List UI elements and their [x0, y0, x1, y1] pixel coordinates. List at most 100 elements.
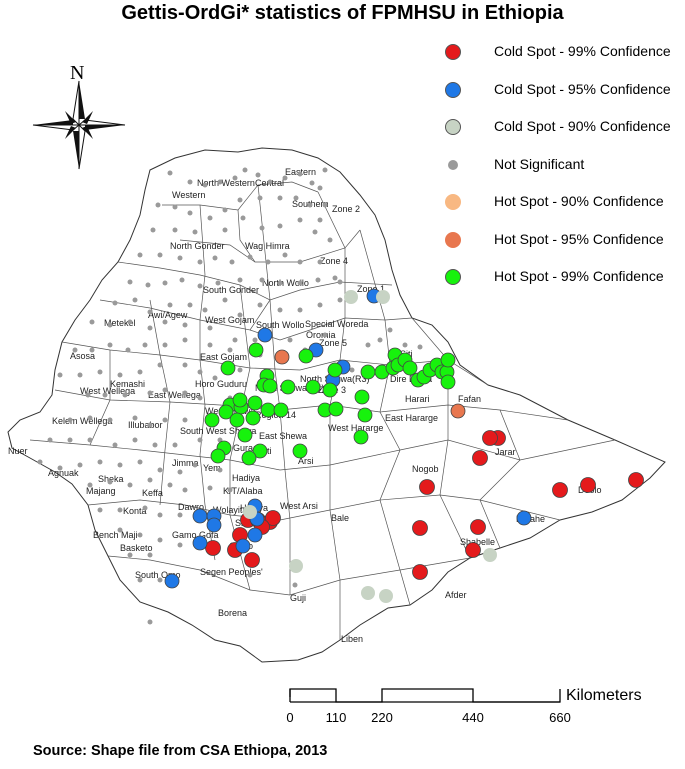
zone-label: Agnuak — [48, 468, 79, 478]
zone-label: North Gonder — [170, 241, 225, 251]
point-not-significant — [97, 369, 103, 375]
point-not-significant — [97, 507, 103, 513]
zone-label: South Omo — [135, 570, 181, 580]
point-not-significant — [297, 217, 303, 223]
point-not-significant — [132, 437, 138, 443]
point-hot-spot-99 — [232, 392, 248, 408]
point-cold-spot-95 — [257, 327, 273, 343]
point-hot-spot-99 — [262, 378, 278, 394]
point-not-significant — [172, 204, 178, 210]
point-not-significant — [317, 302, 323, 308]
point-not-significant — [162, 319, 168, 325]
point-cold-spot-90 — [376, 290, 390, 304]
point-hot-spot-99 — [241, 450, 257, 466]
point-not-significant — [147, 477, 153, 483]
legend-swatch — [445, 194, 461, 210]
point-not-significant — [212, 255, 218, 261]
zone-label: East Hararge — [385, 413, 438, 423]
point-hot-spot-99 — [353, 429, 369, 445]
point-not-significant — [293, 195, 299, 201]
point-hot-spot-99 — [247, 395, 263, 411]
zone-label: South Gonder — [203, 285, 259, 295]
point-not-significant — [292, 582, 298, 588]
point-not-significant — [117, 527, 123, 533]
point-not-significant — [87, 437, 93, 443]
point-hot-spot-99 — [218, 404, 234, 420]
point-not-significant — [150, 227, 156, 233]
point-not-significant — [322, 202, 328, 208]
zone-label: Basketo — [120, 543, 153, 553]
zone-label: West Wellega — [80, 386, 135, 396]
legend-item: Hot Spot - 90% Confidence — [444, 188, 685, 226]
point-cold-spot-95 — [192, 535, 208, 551]
point-not-significant — [237, 277, 243, 283]
zone-label: Bale — [331, 513, 349, 523]
zone-label: Harari — [405, 394, 430, 404]
legend-item: Not Significant — [444, 151, 685, 189]
point-not-significant — [87, 415, 93, 421]
zone-label: Zone 2 — [332, 204, 360, 214]
point-cold-spot-90 — [289, 559, 303, 573]
point-not-significant — [147, 552, 153, 558]
point-hot-spot-99 — [305, 379, 321, 395]
point-not-significant — [47, 437, 53, 443]
point-not-significant — [147, 422, 153, 428]
zone-label: Kelem Wellega — [52, 416, 112, 426]
point-not-significant — [67, 437, 73, 443]
point-not-significant — [277, 280, 283, 286]
point-not-significant — [309, 180, 315, 186]
point-not-significant — [252, 337, 258, 343]
legend-label: Hot Spot - 90% Confidence — [494, 193, 664, 209]
zone-label: West Gojam — [205, 315, 254, 325]
zone-label: Borena — [218, 608, 247, 618]
point-not-significant — [162, 387, 168, 393]
legend-swatch — [445, 119, 461, 135]
point-not-significant — [97, 459, 103, 465]
point-not-significant — [217, 179, 223, 185]
zone-label: Gamo Gofa — [172, 530, 219, 540]
point-cold-spot-90 — [361, 586, 375, 600]
point-not-significant — [67, 417, 73, 423]
point-not-significant — [187, 179, 193, 185]
point-not-significant — [237, 312, 243, 318]
zone-label: Shabelle — [460, 537, 495, 547]
zone-label: Asosa — [70, 351, 95, 361]
point-cold-spot-95 — [235, 538, 251, 554]
point-hot-spot-99 — [292, 443, 308, 459]
point-not-significant — [137, 252, 143, 258]
zone-label: East Gojam — [200, 352, 247, 362]
point-not-significant — [402, 342, 408, 348]
source-note: Source: Shape file from CSA Ethiopa, 201… — [33, 743, 328, 759]
point-not-significant — [182, 417, 188, 423]
point-cold-spot-90 — [344, 290, 358, 304]
legend-label: Cold Spot - 90% Confidence — [494, 118, 671, 134]
scale-unit: Kilometers — [566, 687, 642, 704]
point-not-significant — [277, 195, 283, 201]
point-hot-spot-99 — [440, 352, 456, 368]
point-hot-spot-99 — [220, 360, 236, 376]
point-not-significant — [125, 347, 131, 353]
point-not-significant — [222, 227, 228, 233]
point-cold-spot-99 — [628, 472, 644, 488]
point-cold-spot-90 — [379, 589, 393, 603]
point-not-significant — [315, 277, 321, 283]
point-not-significant — [257, 302, 263, 308]
zone-label: Kemashi — [110, 379, 145, 389]
point-not-significant — [202, 182, 208, 188]
point-not-significant — [287, 337, 293, 343]
legend-label: Not Significant — [494, 155, 585, 172]
point-not-significant — [202, 307, 208, 313]
point-not-significant — [332, 275, 338, 281]
zone-label: Afder — [445, 590, 467, 600]
point-cold-spot-95 — [247, 527, 263, 543]
zone-label: Special Woreda — [305, 319, 368, 329]
point-cold-spot-99 — [265, 510, 281, 526]
legend-label: Hot Spot - 99% Confidence — [494, 268, 664, 284]
point-cold-spot-95 — [206, 517, 222, 533]
point-not-significant — [157, 537, 163, 543]
point-not-significant — [167, 170, 173, 176]
point-not-significant — [157, 252, 163, 258]
north-label: N — [70, 62, 84, 84]
zone-label: Segen Peoples' — [200, 567, 263, 577]
point-not-significant — [227, 347, 233, 353]
